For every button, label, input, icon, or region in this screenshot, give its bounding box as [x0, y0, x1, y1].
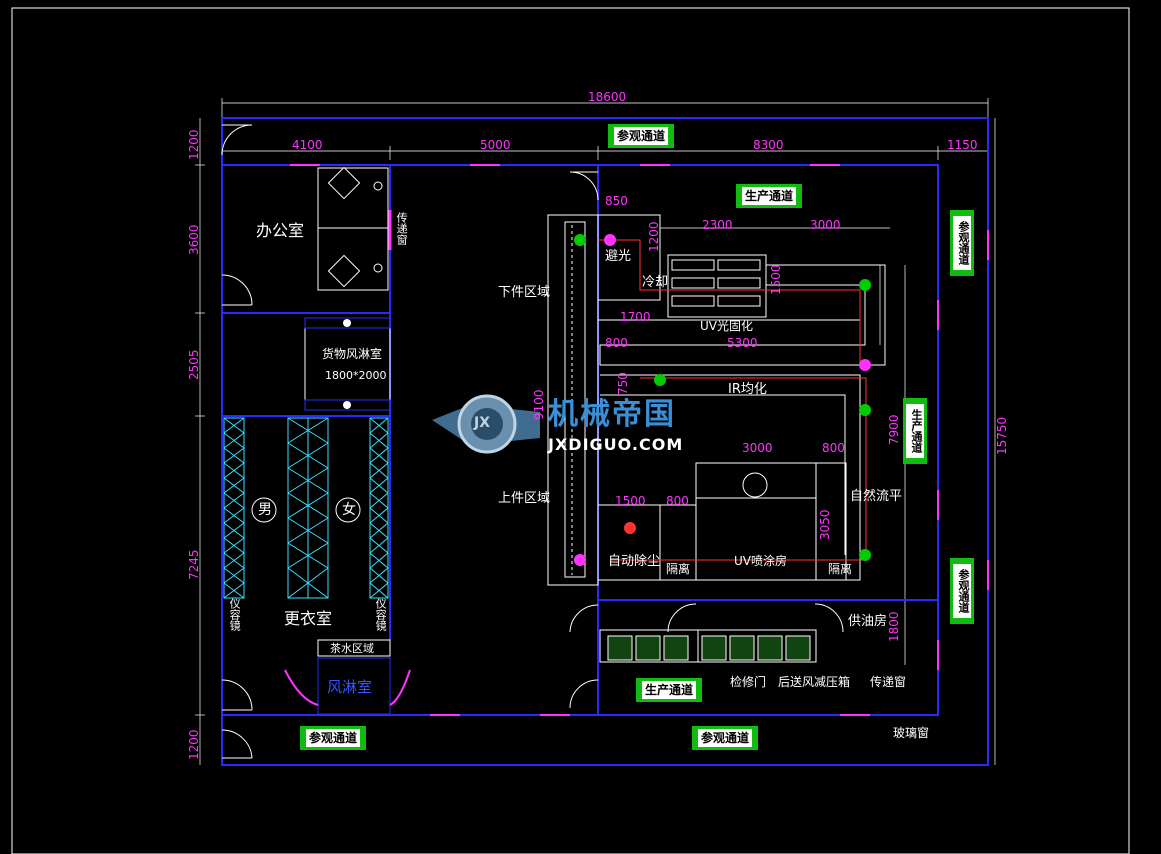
- dimension-lines: [195, 98, 996, 765]
- male-circle: [251, 497, 277, 523]
- watermark-name: 机械帝国: [548, 397, 676, 432]
- doors: [221, 124, 844, 759]
- dim-3000a: 3000: [810, 218, 841, 232]
- dim-5000: 5000: [480, 138, 511, 152]
- label-tea-area: 茶水区域: [330, 642, 374, 655]
- dim-9100: 9100: [532, 389, 546, 420]
- dim-800c: 800: [666, 494, 689, 508]
- sign-visit-right-top: 参观通道: [957, 221, 970, 265]
- watermark: [432, 394, 540, 454]
- dim-7900: 7900: [887, 414, 901, 445]
- dim-5300: 5300: [727, 336, 758, 350]
- sign-production-right: 生产通道: [910, 409, 923, 453]
- dim-4100: 4100: [292, 138, 323, 152]
- cargo-shower-box: [304, 317, 391, 411]
- label-mirror-right: 仪容镜: [374, 598, 388, 631]
- label-pass-window-vertical: 传递窗: [395, 212, 409, 245]
- label-uv-spray: UV喷涂房: [734, 554, 787, 568]
- fan-markers: [574, 234, 871, 566]
- dim-1150: 1150: [947, 138, 978, 152]
- dim-7245: 7245: [187, 549, 201, 580]
- label-male: 男: [258, 502, 272, 518]
- dim-800b: 800: [822, 441, 845, 455]
- dim-850: 850: [605, 194, 628, 208]
- sign-production-bottom: 生产通道: [644, 683, 693, 697]
- label-rear-air-box: 后送风减压箱: [778, 675, 851, 689]
- dim-1200-inner: 1200: [647, 221, 661, 252]
- label-office: 办公室: [256, 221, 305, 240]
- dim-1700: 1700: [620, 310, 651, 324]
- dim-1500a: 1500: [769, 264, 783, 295]
- watermark-logo-letters: JX: [474, 415, 491, 431]
- locker-racks: [223, 417, 389, 599]
- label-changing-room: 更衣室: [284, 609, 333, 628]
- dim-8300: 8300: [753, 138, 784, 152]
- dim-overall-width: 18600: [588, 90, 627, 104]
- label-glass-window: 玻璃窗: [893, 726, 930, 740]
- label-uv-cure: UV光固化: [700, 319, 753, 333]
- dim-3600: 3600: [187, 224, 201, 255]
- dim-800a: 800: [605, 336, 628, 350]
- dim-bottom-corridor: 1200: [187, 729, 201, 760]
- watermark-url: JXDIGUO.COM: [548, 435, 684, 454]
- air-shower-box: [284, 639, 411, 715]
- flow-lines: [598, 239, 867, 561]
- label-ir-level: IR均化: [728, 382, 767, 397]
- sign-visit-bottom-left: 参观通道: [308, 731, 357, 745]
- sign-boards: [300, 124, 974, 750]
- label-shade: 避光: [605, 249, 632, 264]
- label-oil-supply: 供油房: [848, 614, 888, 629]
- dim-3000b: 3000: [742, 441, 773, 455]
- label-natural-level: 自然流平: [850, 489, 903, 504]
- dim-2300: 2300: [702, 218, 733, 232]
- dim-3050: 3050: [818, 509, 832, 540]
- label-load-area: 上件区域: [498, 491, 551, 506]
- dim-1500b: 1500: [615, 494, 646, 508]
- filter-cells: [607, 635, 811, 661]
- label-pass-window: 传递窗: [870, 675, 907, 689]
- sign-production-top: 生产通道: [744, 189, 793, 203]
- label-cargo-shower: 货物风淋室: [322, 347, 383, 361]
- label-repair-door: 检修门: [730, 675, 767, 689]
- label-female: 女: [342, 502, 356, 518]
- sign-visit-bottom-mid: 参观通道: [700, 731, 749, 745]
- label-mirror-left: 仪容镜: [228, 598, 242, 631]
- dim-overall-height: 15750: [995, 416, 1009, 455]
- drawing-frame: [11, 7, 1130, 854]
- label-air-shower: 风淋室: [327, 678, 373, 696]
- dim-2505: 2505: [187, 349, 201, 380]
- conveyor-column: [547, 214, 599, 586]
- label-cargo-shower-size: 1800*2000: [325, 369, 387, 382]
- female-circle: [335, 497, 361, 523]
- dim-1800: 1800: [887, 611, 901, 642]
- sign-visit-top: 参观通道: [616, 129, 665, 143]
- dim-750: 750: [616, 372, 630, 395]
- sign-visit-right-bottom: 参观通道: [957, 569, 970, 613]
- label-isolation-left: 隔离: [666, 562, 691, 576]
- label-isolation-right: 隔离: [828, 562, 853, 576]
- window-marks: [290, 164, 989, 716]
- office-desk: [317, 166, 389, 291]
- dim-top-corridor: 1200: [187, 129, 201, 160]
- label-unload-area: 下件区域: [498, 285, 551, 300]
- label-cooling: 冷却: [642, 275, 669, 290]
- label-auto-dust: 自动除尘: [608, 554, 661, 569]
